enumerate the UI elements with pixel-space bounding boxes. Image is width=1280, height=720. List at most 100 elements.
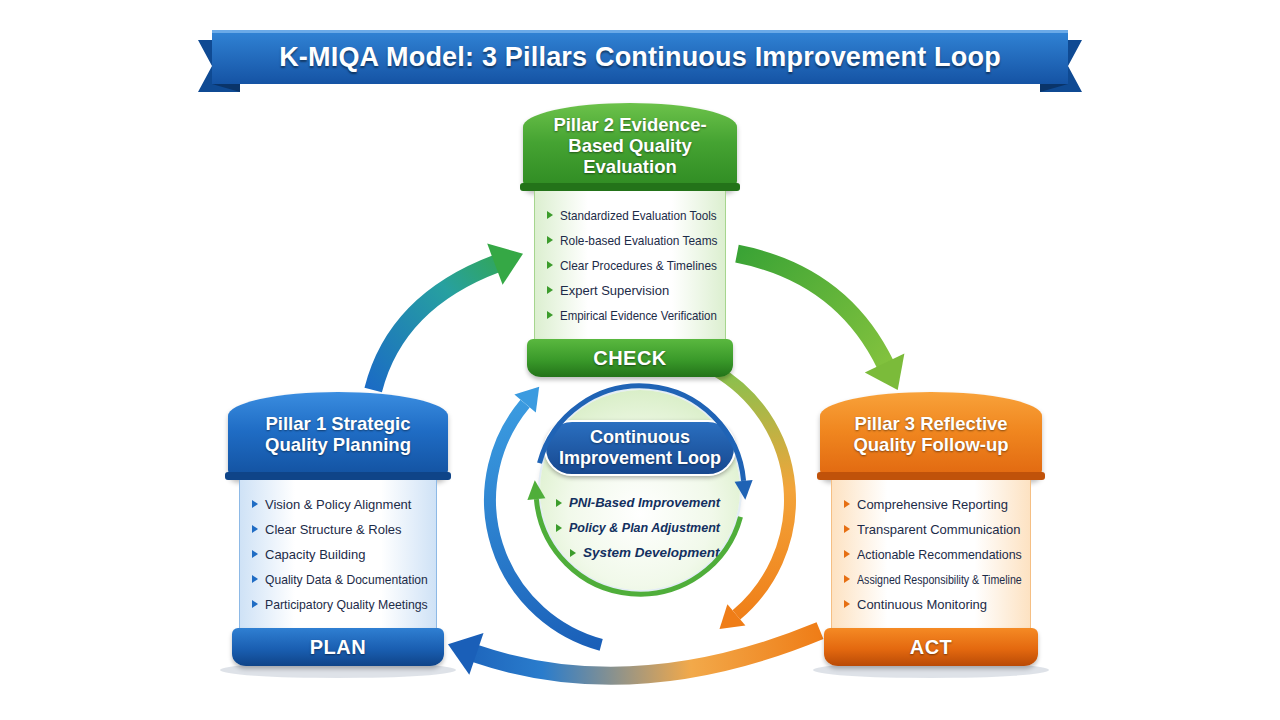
pillar: Pillar 3 Reflective Quality Follow-upCom… — [820, 392, 1042, 666]
list-item: Clear Structure & Roles — [252, 517, 430, 542]
arrowhead — [448, 633, 484, 675]
stage-label: CHECK — [593, 347, 667, 370]
loop-item-text: PNI-Based Improvement — [569, 495, 720, 510]
loop-ring-arrowhead — [514, 387, 539, 413]
arrow-body — [475, 631, 821, 676]
stage-label: ACT — [910, 636, 953, 659]
pillar: Pillar 1 Strategic Quality PlanningVisio… — [228, 392, 448, 666]
item-text: Quality Data & Documentation — [265, 572, 428, 587]
list-item: Participatory Quality Meetings — [252, 592, 430, 617]
loop-item-text: Policy & Plan Adjustment — [569, 520, 720, 535]
item-text: Capacity Building — [265, 547, 365, 562]
bullet-triangle — [570, 549, 576, 557]
list-item: Actionable Recommendations — [844, 542, 1024, 567]
bullet-triangle — [556, 499, 562, 507]
circle-arrow-arc — [536, 499, 740, 594]
bullet-triangle — [547, 286, 553, 294]
item-text: Comprehensive Reporting — [857, 497, 1008, 512]
list-item: Transparent Communication — [844, 517, 1024, 542]
bullet-triangle — [547, 236, 553, 244]
loop-ring-arrowhead — [720, 604, 746, 629]
title-box: K-MIQA Model: 3 Pillars Continuous Impro… — [212, 30, 1068, 84]
pillar: Pillar 2 Evidence-Based Quality Evaluati… — [523, 103, 737, 377]
bullet-triangle — [844, 600, 850, 608]
loop-item: PNI-Based Improvement — [556, 490, 722, 515]
list-item: Expert Supervision — [547, 278, 719, 303]
bullet-triangle — [252, 575, 258, 583]
pillar-heading: Pillar 3 Reflective Quality Follow-up — [834, 413, 1028, 455]
capital-lip — [520, 183, 740, 191]
pillar-heading: Pillar 1 Strategic Quality Planning — [242, 413, 434, 455]
pillar-column: Standardized Evaluation ToolsRole-based … — [534, 191, 726, 339]
item-text: Clear Structure & Roles — [265, 522, 402, 537]
list-item: Capacity Building — [252, 542, 430, 567]
list-item: Standardized Evaluation Tools — [547, 203, 719, 228]
item-text: Role-based Evaluation Teams — [560, 233, 717, 248]
list-item: Clear Procedures & Timelines — [547, 253, 719, 278]
circle-arrowhead — [735, 480, 753, 500]
item-text: Actionable Recommendations — [857, 547, 1022, 562]
pillar-capital: Pillar 2 Evidence-Based Quality Evaluati… — [523, 103, 737, 191]
bullet-triangle — [252, 550, 258, 558]
loop-item: Policy & Plan Adjustment — [556, 515, 722, 540]
bullet-triangle — [844, 575, 850, 583]
bullet-triangle — [252, 600, 258, 608]
flow-arrow — [448, 631, 820, 676]
list-item: Role-based Evaluation Teams — [547, 228, 719, 253]
ribbon-highlight — [212, 30, 1068, 33]
pillar-column: Vision & Policy AlignmentClear Structure… — [239, 480, 437, 628]
pillar-base: ACT — [824, 628, 1038, 666]
ribbon-fold — [1040, 84, 1068, 92]
arrowhead — [487, 244, 523, 285]
title-ribbon — [212, 30, 1068, 84]
arrow-body — [373, 264, 497, 391]
list-item: Vision & Policy Alignment — [252, 492, 430, 517]
list-item: Comprehensive Reporting — [844, 492, 1024, 517]
bullet-triangle — [844, 550, 850, 558]
list-item: Empirical Evidence Verification — [547, 303, 719, 328]
bullet-triangle — [547, 211, 553, 219]
arrow-body — [737, 254, 886, 365]
item-text: Transparent Communication — [857, 522, 1021, 537]
bullet-triangle — [547, 311, 553, 319]
arrowhead — [865, 353, 905, 390]
item-text: Participatory Quality Meetings — [265, 597, 428, 612]
ribbon-fold — [212, 84, 240, 92]
circle-arrow-arc — [540, 386, 744, 481]
loop-item: System Development — [570, 540, 722, 565]
pillar-heading: Pillar 2 Evidence-Based Quality Evaluati… — [537, 114, 723, 177]
item-text: Vision & Policy Alignment — [265, 497, 411, 512]
loop-heading-band: Continuous Improvement Loop — [544, 420, 736, 476]
capital-lip — [817, 472, 1045, 480]
list-item: Quality Data & Documentation — [252, 567, 430, 592]
bullet-triangle — [252, 525, 258, 533]
bullet-triangle — [547, 261, 553, 269]
item-text: Assigned Responsibility & Timeline — [857, 572, 1022, 587]
bullet-triangle — [844, 525, 850, 533]
stage-label: PLAN — [310, 636, 366, 659]
diagram-title: K-MIQA Model: 3 Pillars Continuous Impro… — [279, 42, 1001, 73]
pillar-base: PLAN — [232, 628, 444, 666]
list-item: Assigned Responsibility & Timeline — [844, 567, 1024, 592]
item-text: Empirical Evidence Verification — [560, 308, 717, 323]
pillar-capital: Pillar 3 Reflective Quality Follow-up — [820, 392, 1042, 480]
bullet-triangle — [844, 500, 850, 508]
loop-item-text: System Development — [583, 545, 720, 560]
flow-arrow — [737, 254, 904, 390]
list-item: Continuous Monitoring — [844, 592, 1024, 617]
bullet-triangle — [556, 524, 562, 532]
pillar-base: CHECK — [527, 339, 733, 377]
pillar-capital: Pillar 1 Strategic Quality Planning — [228, 392, 448, 480]
item-text: Continuous Monitoring — [857, 597, 987, 612]
loop-heading: Continuous Improvement Loop — [556, 427, 724, 469]
item-text: Standardized Evaluation Tools — [560, 208, 717, 223]
item-text: Clear Procedures & Timelines — [560, 258, 717, 273]
circle-arrowhead — [527, 480, 545, 500]
capital-lip — [225, 472, 451, 480]
bullet-triangle — [252, 500, 258, 508]
item-text: Expert Supervision — [560, 283, 669, 298]
loop-circle: Continuous Improvement LoopPNI-Based Imp… — [540, 390, 740, 590]
flow-arrow — [373, 244, 523, 390]
